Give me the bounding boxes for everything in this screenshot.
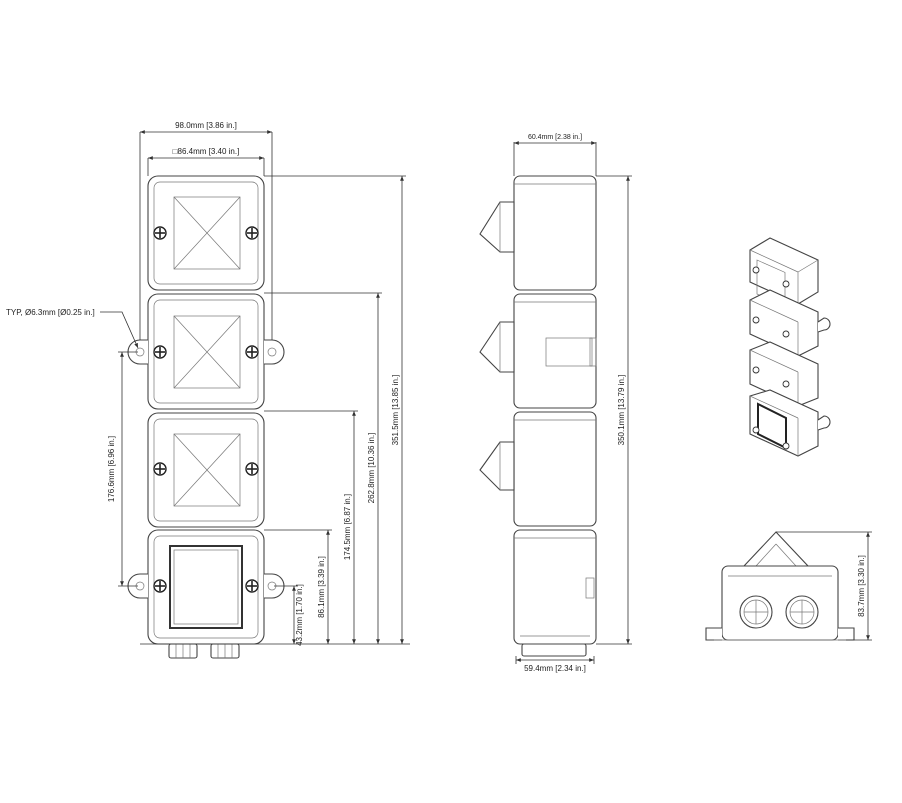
side-base-width-dimension: 59.4mm [2.34 in.] — [515, 656, 595, 673]
side-top-width-label: 60.4mm [2.38 in.] — [528, 134, 582, 141]
screw-icon — [245, 462, 259, 476]
side-module-1 — [479, 175, 597, 291]
end-height-dimension: 83.7mm [3.30 in.] — [776, 531, 872, 641]
height-dimensions: 43.2mm [1.70 in.] 86.1mm [3.39 in.] 174.… — [140, 175, 410, 646]
cable-gland-right — [210, 643, 240, 659]
front-module-3 — [147, 412, 265, 528]
end-lens — [742, 531, 810, 567]
screw-icon — [153, 345, 167, 359]
screw-icon — [245, 579, 259, 593]
height-label-1: 43.2mm [1.70 in.] — [295, 584, 304, 646]
iso-screw-icon — [752, 266, 760, 274]
iso-screw-icon — [752, 426, 760, 434]
hole-callout: TYP, Ø6.3mm [Ø0.25 in.] — [6, 308, 139, 349]
screw-icon — [153, 226, 167, 240]
front-module-1 — [147, 175, 265, 291]
iso-screw-icon — [782, 380, 790, 388]
isometric-view — [749, 237, 831, 457]
cable-gland-left — [168, 643, 198, 659]
mount-span-dimension: 176.6mm [6.96 in.] — [107, 351, 138, 587]
end-cable-gland-right — [785, 595, 819, 629]
iso-screw-icon — [752, 316, 760, 324]
screw-icon — [153, 579, 167, 593]
height-label-2: 86.1mm [3.39 in.] — [317, 556, 326, 618]
side-top-width-dimension: 60.4mm [2.38 in.] — [513, 134, 597, 176]
lens-dimension: □86.4mm [3.40 in.] — [147, 147, 265, 176]
width-label: 98.0mm [3.86 in.] — [175, 121, 237, 130]
end-view: 83.7mm [3.30 in.] — [705, 531, 872, 641]
screw-icon — [153, 226, 259, 593]
iso-screw-icon — [782, 280, 790, 288]
hole-label: TYP, Ø6.3mm [Ø0.25 in.] — [6, 308, 95, 317]
end-body — [705, 565, 855, 641]
height-label-3: 174.5mm [6.87 in.] — [343, 494, 352, 560]
height-label-4: 262.8mm [10.36 in.] — [367, 433, 376, 504]
side-height-dimension: 350.1mm [13.79 in.] — [596, 175, 632, 645]
mounting-ear-upper-right — [264, 339, 285, 365]
iso-module-2 — [749, 289, 831, 357]
iso-screw-icon — [752, 366, 760, 374]
iso-module-4 — [749, 389, 831, 457]
end-height-label: 83.7mm [3.30 in.] — [857, 555, 866, 617]
iso-module-3 — [749, 341, 819, 407]
front-module-4 — [147, 529, 265, 645]
screw-icon — [245, 345, 259, 359]
screw-icon — [245, 226, 259, 240]
side-module-2 — [479, 293, 597, 409]
screw-icon — [153, 462, 167, 476]
lens-label: □86.4mm [3.40 in.] — [173, 147, 240, 156]
iso-screw-icon — [782, 330, 790, 338]
iso-screw-icon — [782, 442, 790, 450]
mount-span-label: 176.6mm [6.96 in.] — [107, 436, 116, 502]
side-base-width-label: 59.4mm [2.34 in.] — [524, 664, 586, 673]
end-cable-gland-left — [739, 595, 773, 629]
side-view: 60.4mm [2.38 in.] 59.4mm [2.34 in.] 350.… — [479, 134, 632, 673]
side-height-label: 350.1mm [13.79 in.] — [617, 375, 626, 446]
iso-module-1 — [749, 237, 819, 307]
width-dimension: 98.0mm [3.86 in.] — [139, 121, 273, 340]
front-view: 98.0mm [3.86 in.] □86.4mm [3.40 in.] TYP… — [6, 121, 410, 659]
height-label-5: 351.5mm [13.85 in.] — [391, 375, 400, 446]
side-module-4 — [513, 529, 597, 657]
side-module-3 — [479, 411, 597, 527]
